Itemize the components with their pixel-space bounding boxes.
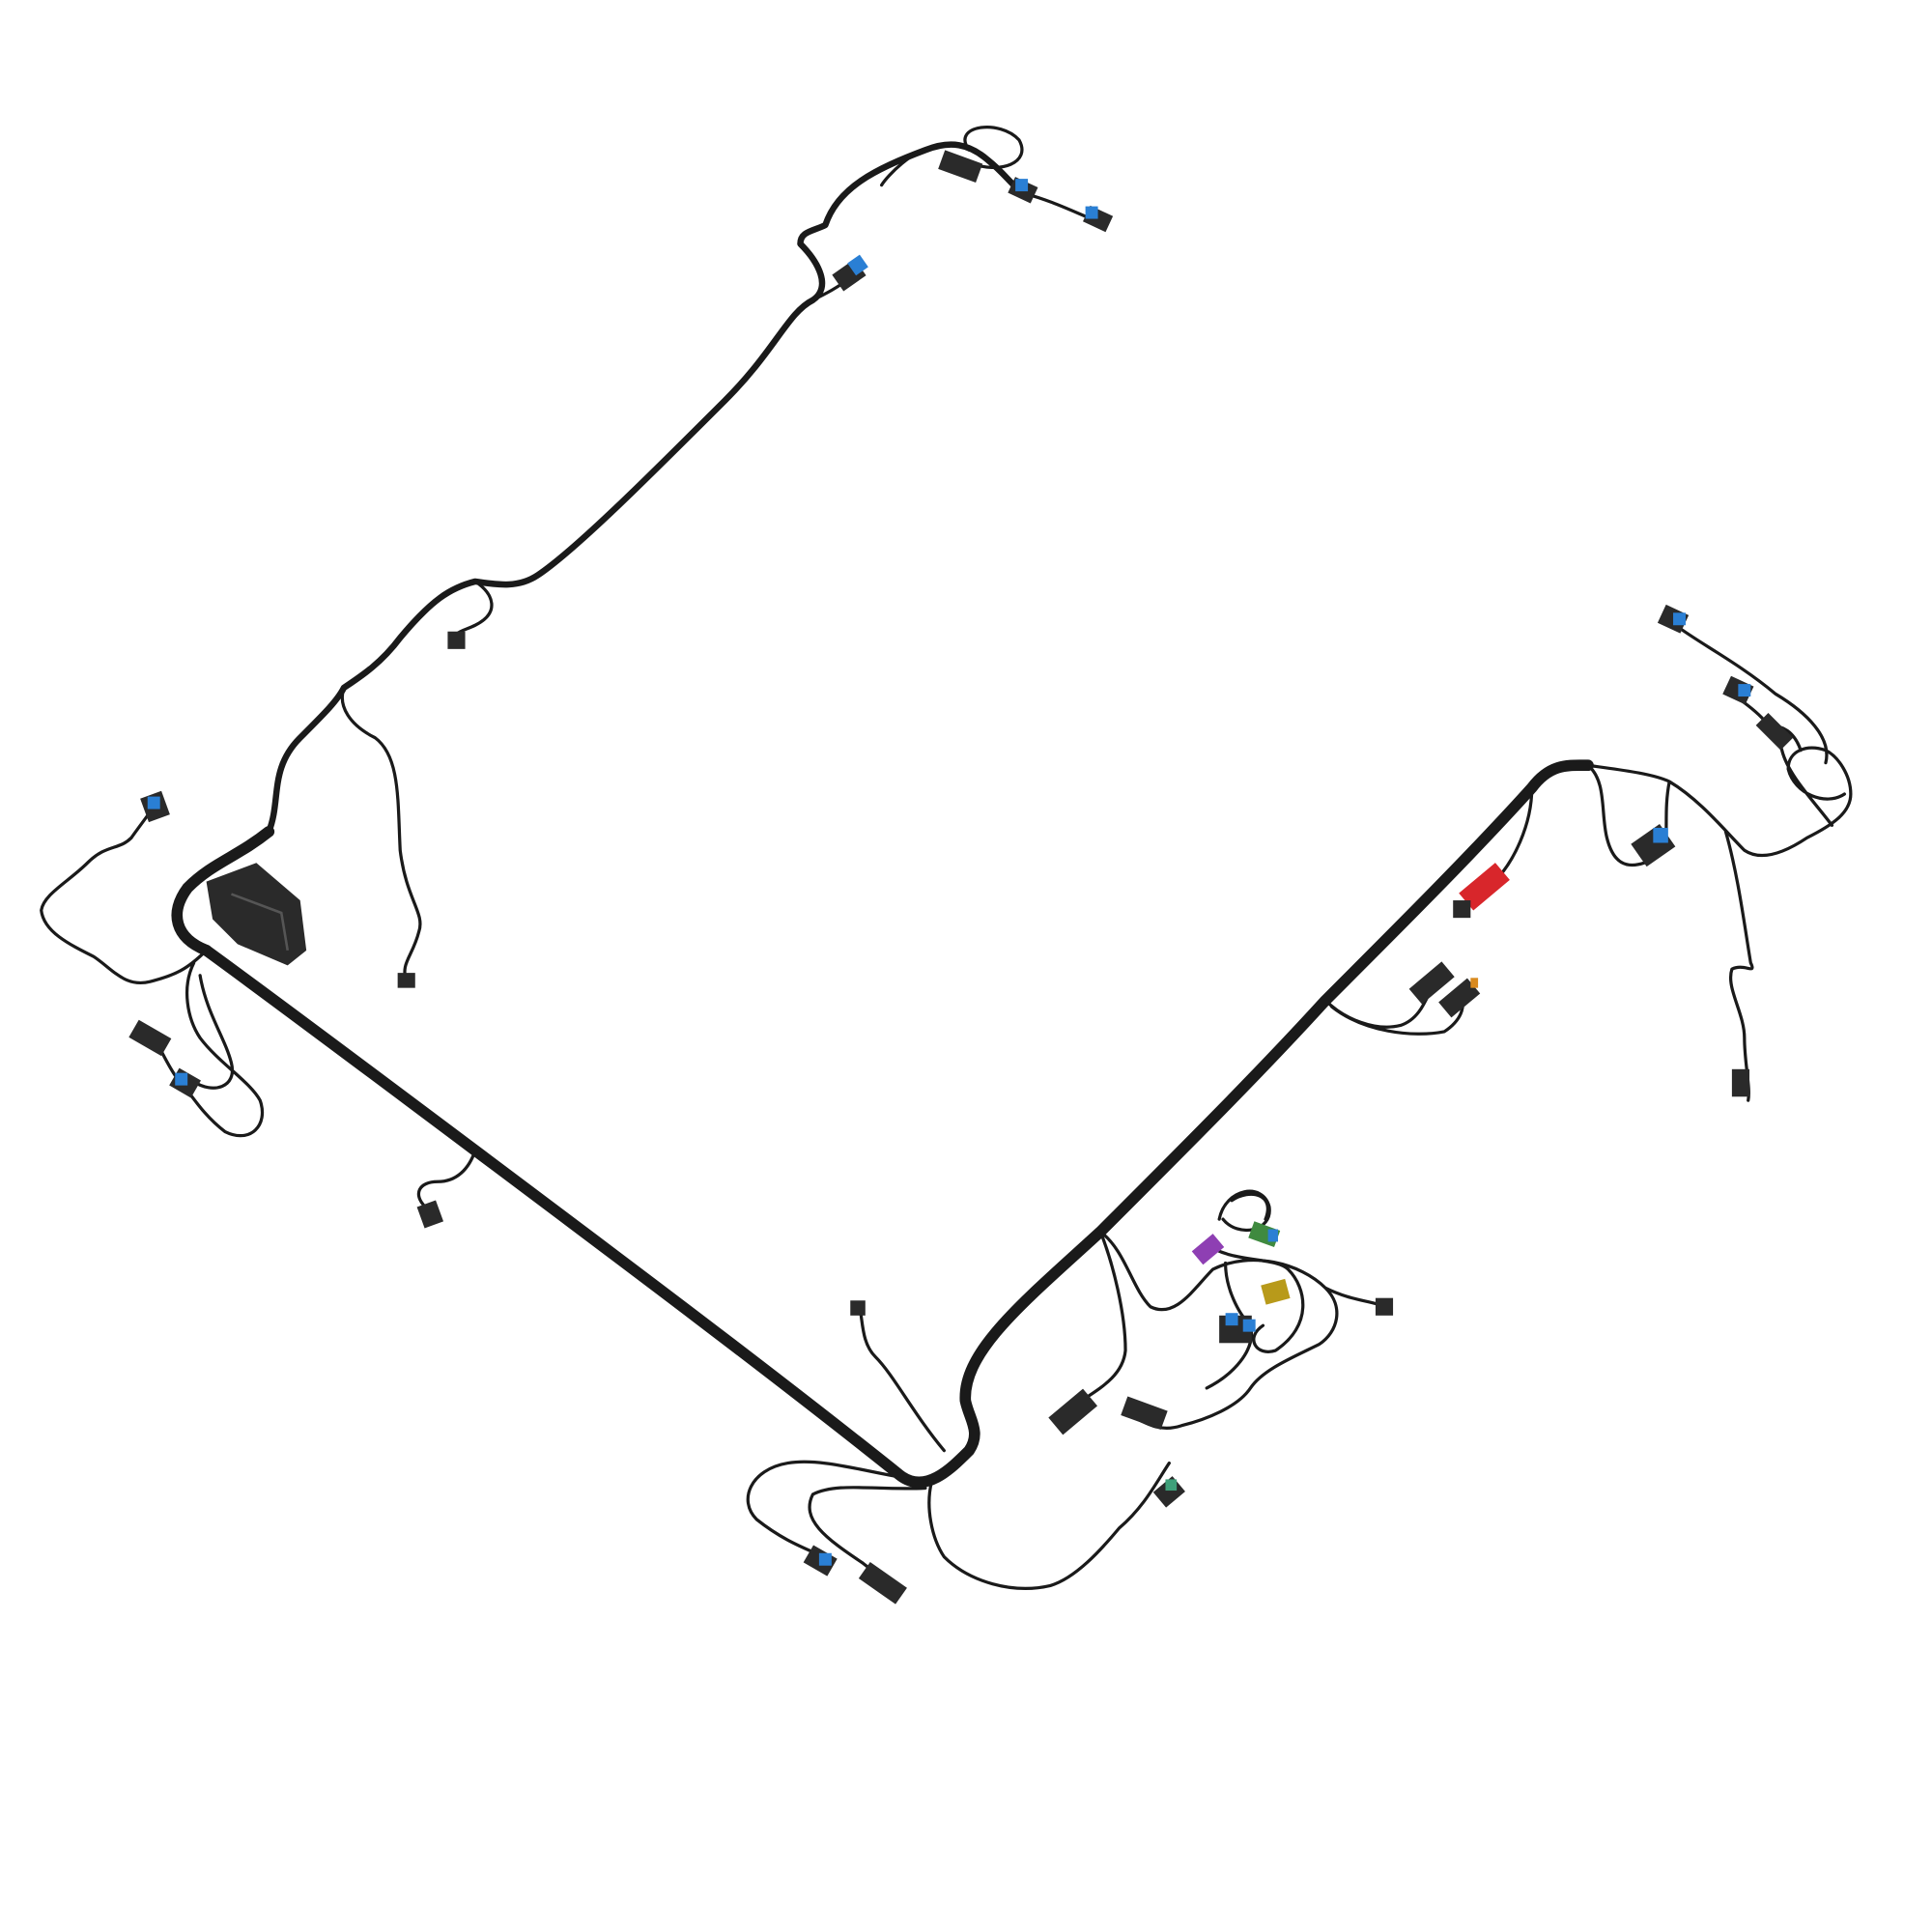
connector-blue	[1219, 1313, 1256, 1344]
connector-blue	[832, 254, 868, 292]
connector-blue	[1152, 1476, 1185, 1508]
connectors	[128, 150, 1794, 1605]
connector-black	[1731, 1068, 1750, 1097]
connector-black	[1375, 1297, 1394, 1316]
connector-blue	[803, 1545, 838, 1577]
connector-black	[938, 150, 983, 183]
connector-black	[128, 1019, 172, 1057]
left-upper-wire	[266, 141, 1029, 836]
connector-black	[1755, 713, 1794, 751]
connector-orange	[1438, 978, 1481, 1018]
connector-black	[416, 1200, 444, 1229]
right-branch-wire	[1323, 623, 1853, 1102]
top-branch-wire	[810, 126, 1102, 302]
left-loop-wire	[171, 826, 275, 956]
connector-blue	[1083, 205, 1114, 233]
connector-black	[447, 631, 466, 649]
connector-blue	[1008, 177, 1038, 204]
connector-blue	[169, 1067, 201, 1098]
connector-black	[1121, 1396, 1168, 1431]
connector-purple	[1191, 1234, 1225, 1265]
connector-black	[1048, 1388, 1098, 1435]
connector-black	[1408, 961, 1455, 1005]
connector-black	[850, 1300, 866, 1316]
main-trunk-wire	[200, 759, 1594, 1488]
connector-yellow	[1261, 1278, 1291, 1305]
connector-red	[1453, 863, 1510, 919]
connector-green	[1248, 1221, 1281, 1248]
connector-blue	[1657, 604, 1690, 634]
connector-black	[858, 1561, 907, 1605]
connector-blue	[140, 790, 170, 823]
central-control-module	[206, 863, 307, 966]
connector-blue	[1631, 824, 1676, 867]
tangle-wire	[1205, 1189, 1305, 1353]
connector-black	[397, 973, 415, 988]
connector-blue	[1722, 675, 1754, 705]
branch-drop-wire	[40, 580, 494, 1208]
